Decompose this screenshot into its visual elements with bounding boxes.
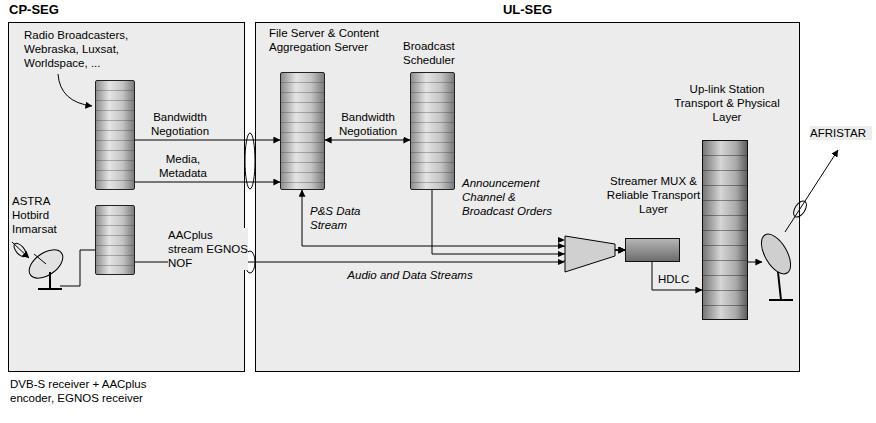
uplink-cabinet: Up-link Station Transport & Physical Lay… — [702, 140, 748, 320]
receiver-dish — [24, 244, 68, 284]
connector — [135, 140, 280, 141]
signal-mark — [12, 241, 28, 258]
connector-label-holder: Media, Metadata — [150, 152, 216, 180]
segment-heading: CP-SEG — [9, 3, 129, 17]
interface-mark — [245, 133, 255, 189]
component-label: Radio Broadcasters, Webraska, Luxsat, Wo… — [24, 28, 174, 70]
connector — [135, 182, 280, 183]
connector-label: Bandwidth Negotiation — [140, 110, 220, 138]
signal-arrow — [12, 242, 29, 258]
cp-segment-ground — [8, 22, 245, 372]
mux-funnel — [565, 236, 615, 272]
component-label: Up-link Station Transport & Physical Lay… — [673, 82, 781, 124]
connector-label: Media, Metadata — [150, 152, 216, 180]
connector-label: Bandwidth Negotiation — [332, 110, 404, 138]
label-holder: AFRISTAR — [810, 126, 872, 140]
dish-feed — [34, 254, 46, 264]
dish-cable — [60, 250, 95, 286]
connector-label: P&S Data Stream — [310, 204, 376, 232]
label-holder: ASTRA Hotbird Inmarsat — [12, 194, 82, 236]
satellite-label: ASTRA Hotbird Inmarsat — [12, 194, 82, 236]
server-icon: Radio Broadcasters, Webraska, Luxsat, Wo… — [95, 80, 135, 190]
interface-mark — [791, 199, 809, 220]
funnel-inputs — [558, 237, 565, 265]
uplink-arrow — [785, 150, 838, 232]
connector-label: HDLC — [658, 272, 696, 286]
dish-base — [769, 299, 793, 301]
dish-stand — [778, 272, 781, 300]
connector-label-holder: Bandwidth Negotiation — [140, 110, 220, 138]
server-icon: File Server & Content Aggregation Server — [280, 72, 325, 190]
streamer-box: Streamer MUX & Reliable Transport Layer — [625, 238, 680, 262]
connector-label: Audio and Data Streams — [330, 268, 490, 282]
connector-label-holder: Audio and Data Streams — [330, 268, 490, 282]
connector-label-holder: Announcement Channel & Broadcast Orders — [462, 176, 557, 218]
component-label: Broadcast Scheduler — [403, 39, 473, 67]
component-label: DVB-S receiver + AACplus encoder, EGNOS … — [10, 377, 175, 405]
dish-base — [38, 288, 62, 290]
component-label: Streamer MUX & Reliable Transport Layer — [606, 174, 701, 216]
server-icon: DVB-S receiver + AACplus encoder, EGNOS … — [95, 205, 135, 275]
connector-label: Announcement Channel & Broadcast Orders — [462, 176, 557, 218]
component-label: File Server & Content Aggregation Server — [269, 26, 381, 54]
feed-arrow — [748, 262, 762, 263]
connector — [652, 262, 702, 290]
signal-label: AACplus stream EGNOS NOF — [168, 228, 248, 270]
connector-label-holder: P&S Data Stream — [310, 204, 376, 232]
connector-label-holder: Bandwidth Negotiation — [332, 110, 404, 138]
source-arrow — [58, 74, 92, 106]
server-icon: Broadcast Scheduler — [410, 72, 455, 190]
label-holder: AACplus stream EGNOS NOF — [168, 228, 248, 270]
uplink-dish — [755, 229, 796, 278]
connector — [325, 140, 410, 141]
dish-stand — [49, 272, 51, 288]
ul-segment-ground — [255, 22, 800, 372]
segment-heading: UL-SEG — [256, 3, 799, 17]
satellite-label: AFRISTAR — [810, 126, 872, 140]
connector-label-holder: HDLC — [658, 272, 696, 286]
